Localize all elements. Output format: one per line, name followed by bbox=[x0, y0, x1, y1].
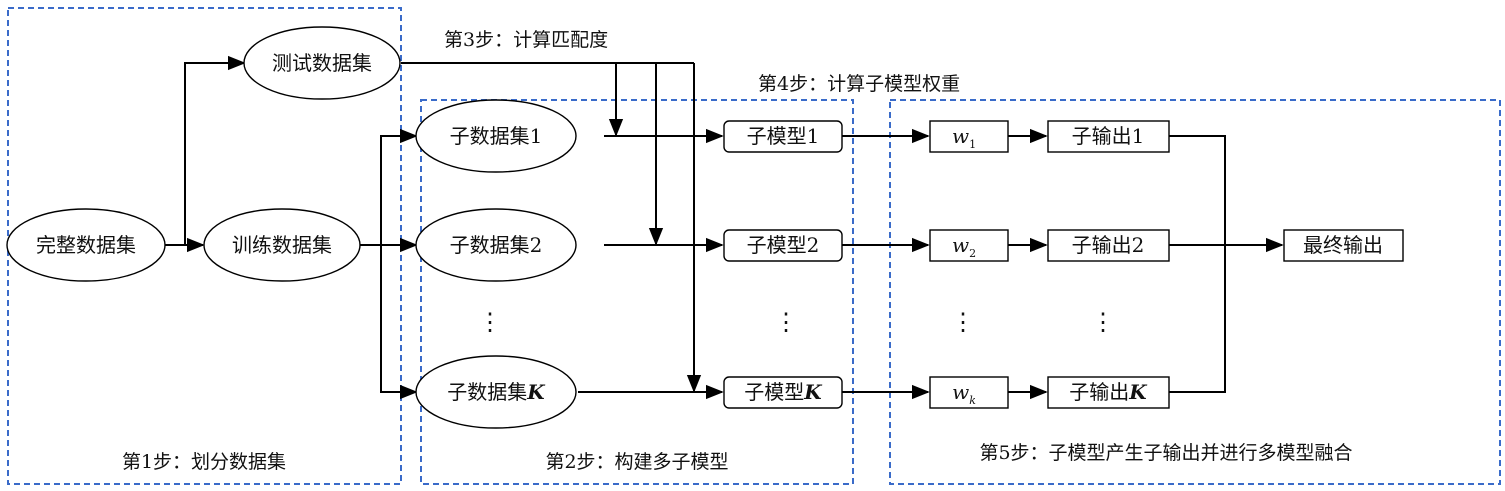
subset-2-index: 2 bbox=[530, 233, 543, 257]
svg-text:w1: w1 bbox=[952, 124, 976, 151]
step-3-label: 第3步：计算匹配度 bbox=[444, 29, 608, 51]
output-1-index: 1 bbox=[1132, 124, 1145, 148]
svg-text:子输出2: 子输出2 bbox=[1072, 233, 1145, 257]
subset-1-index: 1 bbox=[530, 124, 543, 148]
svg-text:w2: w2 bbox=[952, 233, 976, 260]
svg-text:子模型K: 子模型K bbox=[744, 380, 823, 404]
weight-k-symbol: w bbox=[952, 380, 969, 404]
weight-k-subscript: k bbox=[969, 394, 976, 407]
full-dataset-label: 完整数据集 bbox=[36, 233, 136, 257]
step-5-label: 第5步：子模型产生子输出并进行多模型融合 bbox=[979, 442, 1352, 464]
step-4-label: 第4步：计算子模型权重 bbox=[758, 73, 960, 95]
svg-text:wk: wk bbox=[952, 380, 976, 407]
test-dataset-label: 测试数据集 bbox=[272, 51, 372, 75]
node-weight-k: wk bbox=[929, 376, 1009, 409]
subset-2-label: 子数据集 bbox=[450, 233, 530, 257]
node-subset-2: 子数据集2 bbox=[415, 208, 577, 282]
step-2-label: 第2步：构建多子模型 bbox=[545, 451, 728, 473]
edge-outputs-merge bbox=[1169, 135, 1226, 393]
train-dataset-label: 训练数据集 bbox=[232, 233, 332, 257]
svg-text:子模型1: 子模型1 bbox=[747, 124, 820, 148]
edge-full-to-test bbox=[184, 55, 246, 245]
svg-text:子数据集K: 子数据集K bbox=[447, 380, 546, 404]
ellipsis-models: ⋮ bbox=[774, 308, 798, 336]
weight-1-symbol: w bbox=[952, 124, 969, 148]
svg-text:子模型2: 子模型2 bbox=[747, 233, 820, 257]
model-k-index: K bbox=[803, 380, 823, 404]
svg-text:子输出K: 子输出K bbox=[1069, 380, 1148, 404]
stage-2-frame bbox=[420, 99, 854, 485]
subset-k-label: 子数据集 bbox=[447, 380, 527, 404]
stage-5-frame bbox=[889, 99, 1501, 485]
output-k-label: 子输出 bbox=[1069, 380, 1129, 404]
model-1-index: 1 bbox=[807, 124, 820, 148]
model-2-index: 2 bbox=[807, 233, 820, 257]
svg-text:子输出1: 子输出1 bbox=[1072, 124, 1145, 148]
weight-1-subscript: 1 bbox=[969, 138, 976, 151]
subset-1-label: 子数据集 bbox=[450, 124, 530, 148]
output-2-label: 子输出 bbox=[1072, 233, 1132, 257]
node-model-2: 子模型2 bbox=[723, 229, 843, 262]
svg-text:子数据集2: 子数据集2 bbox=[450, 233, 543, 257]
final-output-label: 最终输出 bbox=[1303, 233, 1383, 257]
node-model-k: 子模型K bbox=[723, 376, 843, 409]
node-full-dataset: 完整数据集 bbox=[6, 208, 166, 282]
edge-train-to-subset-1 bbox=[380, 128, 418, 245]
model-k-label: 子模型 bbox=[744, 380, 804, 404]
node-train-dataset: 训练数据集 bbox=[203, 208, 361, 282]
output-1-label: 子输出 bbox=[1072, 124, 1132, 148]
output-2-index: 2 bbox=[1132, 233, 1145, 257]
step-1-label: 第1步：划分数据集 bbox=[122, 451, 286, 473]
node-weight-2: w2 bbox=[929, 229, 1009, 262]
node-model-1: 子模型1 bbox=[723, 120, 843, 153]
subset-k-index: K bbox=[526, 380, 546, 404]
weight-2-symbol: w bbox=[952, 233, 969, 257]
node-output-2: 子输出2 bbox=[1047, 229, 1170, 262]
weight-2-subscript: 2 bbox=[969, 247, 976, 260]
node-final-output: 最终输出 bbox=[1283, 229, 1404, 262]
node-output-k: 子输出K bbox=[1047, 376, 1170, 409]
output-k-index: K bbox=[1128, 380, 1148, 404]
model-1-label: 子模型 bbox=[747, 124, 807, 148]
edge-train-to-subset-k bbox=[380, 245, 418, 400]
node-output-1: 子输出1 bbox=[1047, 120, 1170, 153]
model-2-label: 子模型 bbox=[747, 233, 807, 257]
svg-text:子数据集1: 子数据集1 bbox=[450, 124, 543, 148]
ellipsis-outputs: ⋮ bbox=[1091, 308, 1115, 336]
ellipsis-weights: ⋮ bbox=[951, 308, 975, 336]
node-subset-1: 子数据集1 bbox=[415, 99, 577, 173]
ellipsis-subsets: ⋮ bbox=[478, 308, 502, 336]
node-subset-k: 子数据集K bbox=[415, 355, 577, 429]
edges bbox=[165, 55, 1284, 400]
node-test-dataset: 测试数据集 bbox=[243, 26, 401, 100]
node-weight-1: w1 bbox=[929, 120, 1009, 153]
